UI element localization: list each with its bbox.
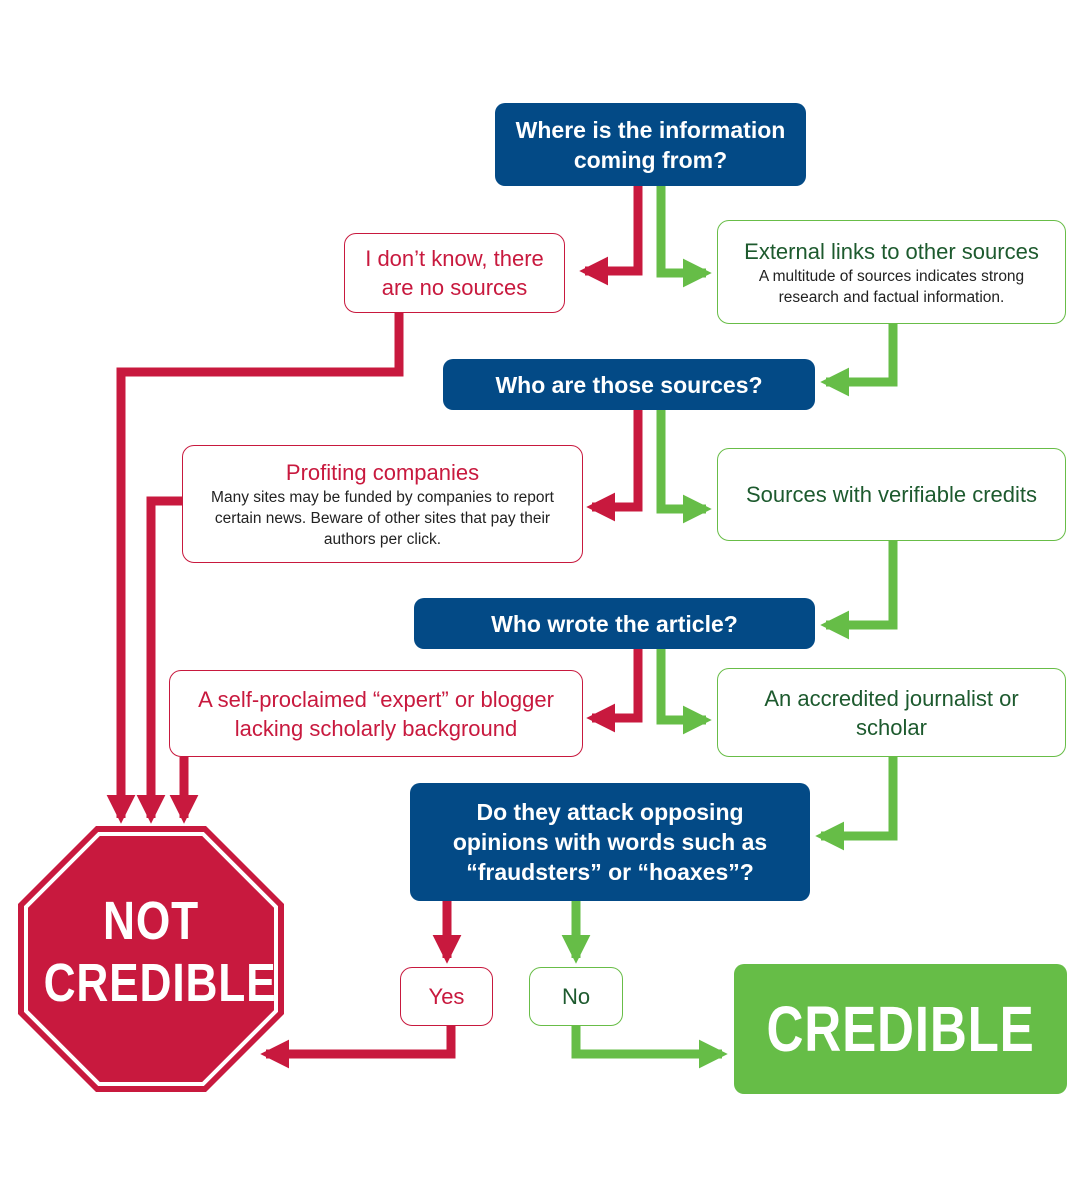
self-proclaimed-expert-text: A self-proclaimed “expert” or blogger la…: [198, 686, 554, 741]
answer-external-links: External links to other sources A multit…: [717, 220, 1066, 324]
profiting-companies-title: Profiting companies: [285, 460, 480, 485]
question-attack-opposing-opinions: Do they attack opposing opinions with wo…: [410, 783, 810, 901]
answer-verifiable-credits: Sources with verifiable credits: [717, 448, 1066, 541]
verifiable-credits-text: Sources with verifiable credits: [745, 482, 1037, 507]
accredited-journalist-text: An accredited journalist or scholar: [764, 685, 1019, 740]
stop-sign-octagon: [18, 826, 284, 1092]
question-information-source: Where is the information coming from?: [495, 103, 806, 186]
arrow-q3-to-accredited: [656, 649, 712, 735]
arrow-accredited-to-q4: [815, 757, 898, 851]
arrow-q1-to-external-links: [656, 186, 712, 288]
not-credible-label: NOT CREDIBLE: [43, 891, 277, 1013]
arrow-profiting-to-not-credible: [136, 496, 182, 824]
arrow-no-to-credible: [571, 1026, 728, 1069]
answer-no-label: No: [561, 984, 591, 1009]
arrow-q1-to-no-sources: [579, 186, 643, 286]
arrow-external-links-to-q2: [820, 324, 898, 397]
answer-no-sources-text: I don’t know, there are no sources: [365, 246, 544, 300]
answer-no: No: [529, 967, 623, 1026]
profiting-companies-description: Many sites may be funded by companies to…: [211, 489, 554, 548]
answer-yes: Yes: [400, 967, 493, 1026]
arrow-verifiable-to-q3: [820, 541, 898, 640]
credible-label: CREDIBLE: [766, 993, 1035, 1065]
answer-self-proclaimed-expert: A self-proclaimed “expert” or blogger la…: [169, 670, 583, 757]
answer-profiting-companies: Profiting companies Many sites may be fu…: [182, 445, 583, 563]
question-who-wrote-article: Who wrote the article?: [414, 598, 815, 649]
arrow-q2-to-profiting: [586, 410, 643, 522]
arrow-q3-to-self-proclaimed: [586, 649, 643, 733]
answer-yes-label: Yes: [428, 984, 465, 1009]
external-links-description: A multitude of sources indicates strong …: [758, 267, 1025, 306]
arrow-no-sources-to-not-credible: [106, 313, 404, 824]
arrow-yes-to-not-credible: [260, 1026, 456, 1069]
answer-accredited-journalist: An accredited journalist or scholar: [717, 668, 1066, 757]
external-links-title: External links to other sources: [744, 238, 1039, 264]
arrow-q2-to-verifiable: [656, 410, 712, 524]
credible-outcome: CREDIBLE: [734, 964, 1067, 1094]
answer-no-sources: I don’t know, there are no sources: [344, 233, 565, 313]
question-who-are-sources: Who are those sources?: [443, 359, 815, 410]
stop-sign-inner-border: [24, 832, 278, 1086]
